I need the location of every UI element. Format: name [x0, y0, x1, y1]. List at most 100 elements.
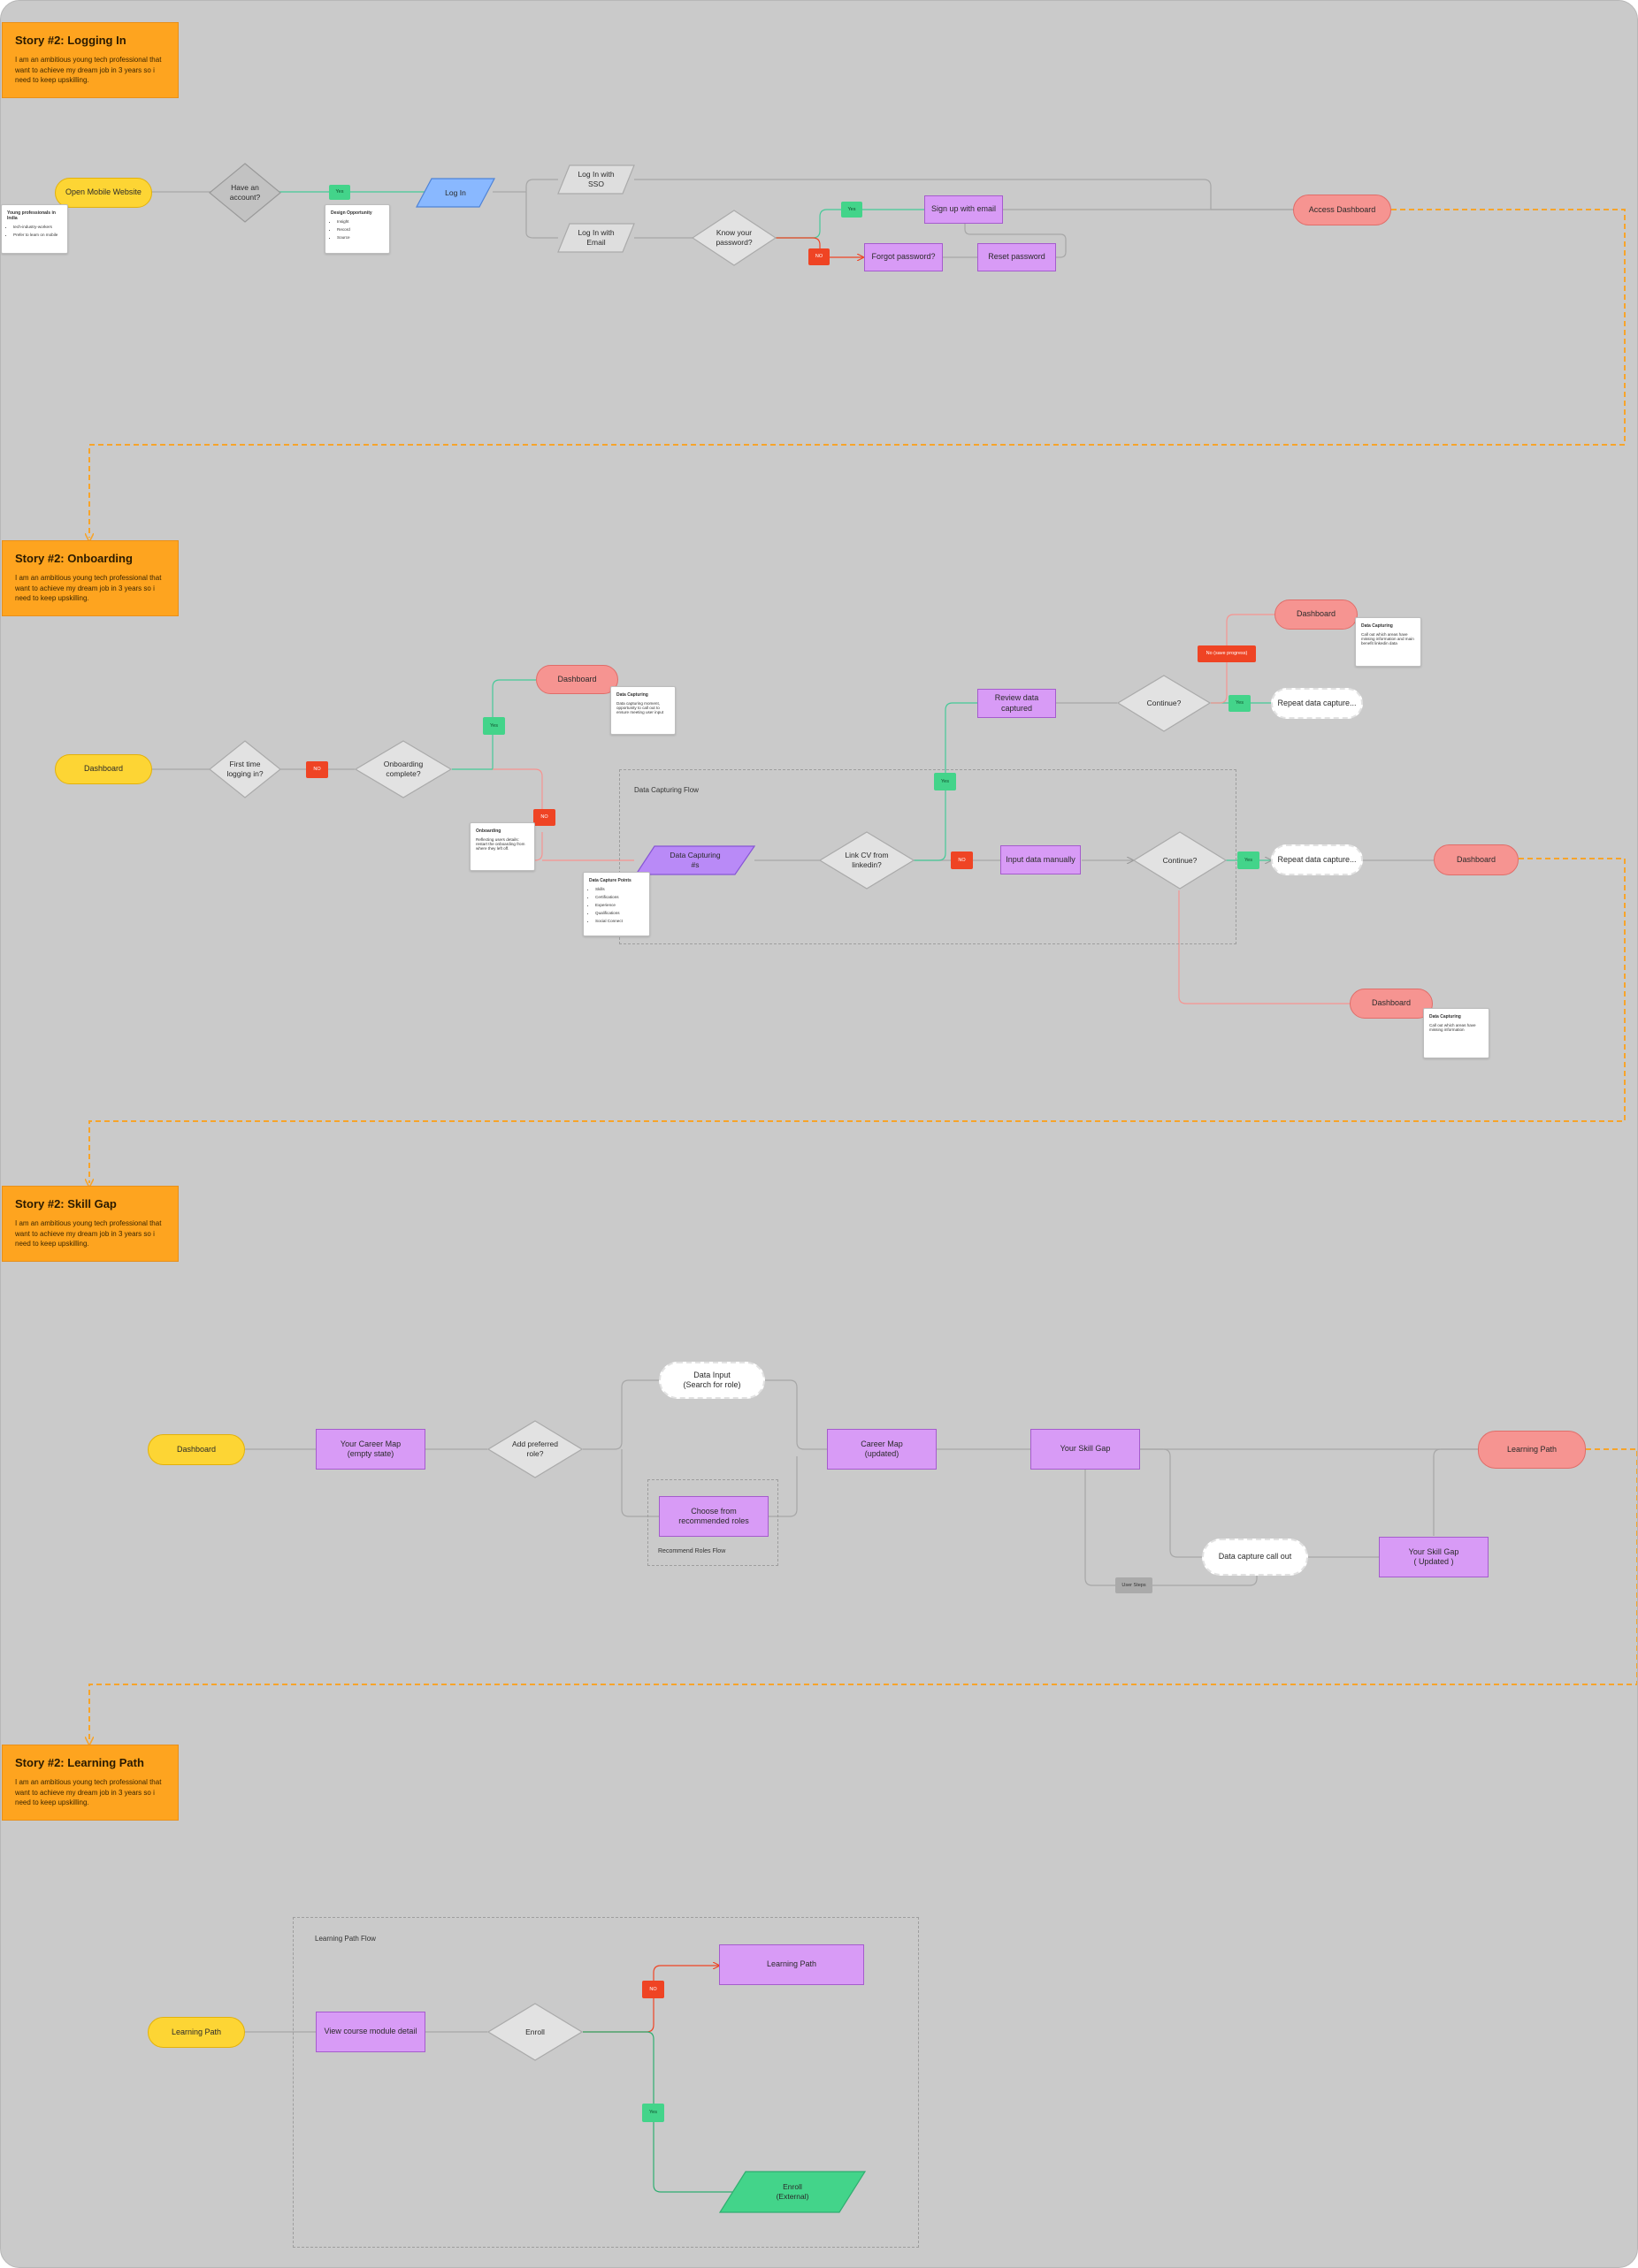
recommend-roles-flow-frame	[647, 1479, 778, 1566]
wire	[765, 1379, 827, 1450]
learning-path-node[interactable]: Learning Path	[1478, 1431, 1586, 1469]
access-dashboard-node[interactable]: Access Dashboard	[1293, 195, 1391, 225]
data-capturing-node[interactable]: Data Capturing #s	[635, 845, 755, 875]
no-save-progress-flag: No (save progress)	[1198, 645, 1256, 662]
dashboard-start-node[interactable]: Dashboard	[55, 754, 152, 784]
sticky-title: Data Capturing	[1361, 623, 1393, 629]
no-flag: NO	[306, 761, 328, 778]
story-body: I am an ambitious young tech professiona…	[15, 1778, 162, 1807]
no-flag: NO	[951, 851, 973, 869]
parallelogram-shape	[557, 223, 635, 253]
wire	[1140, 1448, 1202, 1558]
wire	[776, 209, 925, 239]
sticky-item: Source	[337, 235, 384, 240]
link-cv-decision[interactable]: Link CV from linkedin?	[819, 831, 915, 890]
first-time-decision[interactable]: First time logging in?	[209, 740, 281, 798]
yes-flag: Yes	[934, 773, 956, 790]
dashboard-node[interactable]: Dashboard	[1274, 599, 1358, 630]
yes-flag: Yes	[1237, 851, 1259, 869]
node-label: Enroll (External)	[776, 2182, 809, 2201]
no-flag: NO	[533, 809, 555, 826]
choose-recommended-roles-node[interactable]: Choose from recommended roles	[659, 1496, 769, 1537]
career-map-updated-node[interactable]: Career Map (updated)	[827, 1429, 937, 1470]
sticky-body: Data capturing moment, opportunity to ca…	[616, 701, 664, 714]
continue-decision[interactable]: Continue?	[1133, 831, 1227, 890]
wire	[493, 179, 558, 193]
forgot-password-node[interactable]: Forgot password?	[864, 243, 943, 271]
decision-label: Know your password?	[716, 228, 753, 247]
career-map-empty-node[interactable]: Your Career Map (empty state)	[316, 1429, 425, 1470]
learning-path-start-node[interactable]: Learning Path	[148, 2017, 245, 2048]
story-title: Story #2: Onboarding	[15, 552, 133, 565]
user-sticky-note: Young professionals in India tech-indust…	[1, 204, 68, 254]
review-data-captured-node[interactable]: Review data captured	[977, 689, 1056, 718]
diamond-shape	[819, 831, 915, 890]
know-password-decision[interactable]: Know your password?	[692, 210, 777, 266]
repeat-data-capture-node[interactable]: Repeat data capture...	[1271, 688, 1363, 719]
data-input-search-node[interactable]: Data Input (Search for role)	[659, 1362, 765, 1399]
sticky-item: Certifications	[595, 895, 644, 899]
open-mobile-website-node[interactable]: Open Mobile Website	[55, 178, 152, 208]
decision-label: Have an account?	[229, 183, 261, 202]
view-course-module-detail-node[interactable]: View course module detail	[316, 2012, 425, 2052]
your-skill-gap-node[interactable]: Your Skill Gap	[1030, 1429, 1140, 1470]
story-title: Story #2: Learning Path	[15, 1756, 144, 1769]
sticky-item: Insight	[337, 219, 384, 224]
story-card-skill-gap: Story #2: Skill Gap I am an ambitious yo…	[2, 1186, 179, 1262]
yes-flag: Yes	[642, 2104, 664, 2122]
sign-up-with-email-node[interactable]: Sign up with email	[924, 195, 1003, 224]
node-label: Data Capturing #s	[670, 851, 721, 869]
enroll-external-node[interactable]: Enroll (External)	[719, 2171, 866, 2213]
have-account-decision[interactable]: Have an account?	[209, 163, 281, 223]
diamond-shape	[355, 740, 452, 798]
yes-flag: Yes	[841, 202, 862, 218]
node-label: Log In with SSO	[578, 170, 615, 188]
decision-label: Add preferred role?	[512, 1439, 558, 1458]
diamond-shape	[209, 740, 281, 798]
sticky-item: Record	[337, 227, 384, 232]
node-label: Log In with Email	[578, 228, 615, 247]
onboarding-sticky: Onboarding Reflecting users details: res…	[470, 822, 535, 871]
no-flag: NO	[642, 1981, 664, 1998]
dashboard-start-node[interactable]: Dashboard	[148, 1434, 245, 1465]
sticky-item: tech-industry-workers	[13, 225, 62, 229]
learning-path-node[interactable]: Learning Path	[719, 1944, 864, 1985]
parallelogram-shape	[416, 178, 495, 208]
sticky-body: Call out which areas have missing inform…	[1361, 632, 1414, 645]
onboarding-complete-decision[interactable]: Onboarding complete?	[355, 740, 452, 798]
skill-gap-updated-node[interactable]: Your Skill Gap ( Updated )	[1379, 1537, 1489, 1577]
parallelogram-shape	[557, 164, 635, 195]
data-capture-points-sticky: Data Capture Points Skills Certification…	[583, 872, 650, 936]
dashboard-node[interactable]: Dashboard	[1350, 989, 1433, 1019]
dashboard-node[interactable]: Dashboard	[536, 665, 618, 694]
log-in-sso-node[interactable]: Log In with SSO	[557, 164, 635, 195]
diamond-shape	[487, 1420, 583, 1478]
story-card-onboarding: Story #2: Onboarding I am an ambitious y…	[2, 540, 179, 616]
repeat-data-capture-node[interactable]: Repeat data capture...	[1271, 844, 1363, 875]
enroll-decision[interactable]: Enroll	[487, 2003, 583, 2061]
add-preferred-role-decision[interactable]: Add preferred role?	[487, 1420, 583, 1478]
data-capturing-sticky: Data Capturing Call out which areas have…	[1355, 617, 1421, 667]
log-in-input-node[interactable]: Log In	[416, 178, 495, 208]
log-in-email-node[interactable]: Log In with Email	[557, 223, 635, 253]
sticky-title: Onboarding	[476, 829, 501, 834]
story-connector	[89, 1448, 1637, 1741]
reset-password-node[interactable]: Reset password	[977, 243, 1056, 271]
wire	[621, 1449, 659, 1517]
data-capture-callout-node[interactable]: Data capture call out	[1202, 1539, 1308, 1576]
decision-label: First time logging in?	[226, 760, 264, 778]
input-data-manually-node[interactable]: Input data manually	[1000, 845, 1081, 874]
dashboard-node[interactable]: Dashboard	[1434, 844, 1519, 875]
wire	[583, 1379, 659, 1450]
sticky-title: Data Capturing	[1429, 1014, 1461, 1019]
sticky-body: Reflecting users details: restart the on…	[476, 837, 525, 851]
sticky-item: Skills	[595, 887, 644, 891]
sticky-title: Design Opportunity	[331, 210, 372, 216]
yes-flag: Yes	[329, 185, 350, 200]
continue-decision[interactable]: Continue?	[1117, 675, 1211, 732]
story-body: I am an ambitious young tech professiona…	[15, 56, 162, 85]
wire	[634, 179, 1294, 210]
sticky-item: Qualifications	[595, 911, 644, 915]
story-body: I am an ambitious young tech professiona…	[15, 1219, 162, 1249]
